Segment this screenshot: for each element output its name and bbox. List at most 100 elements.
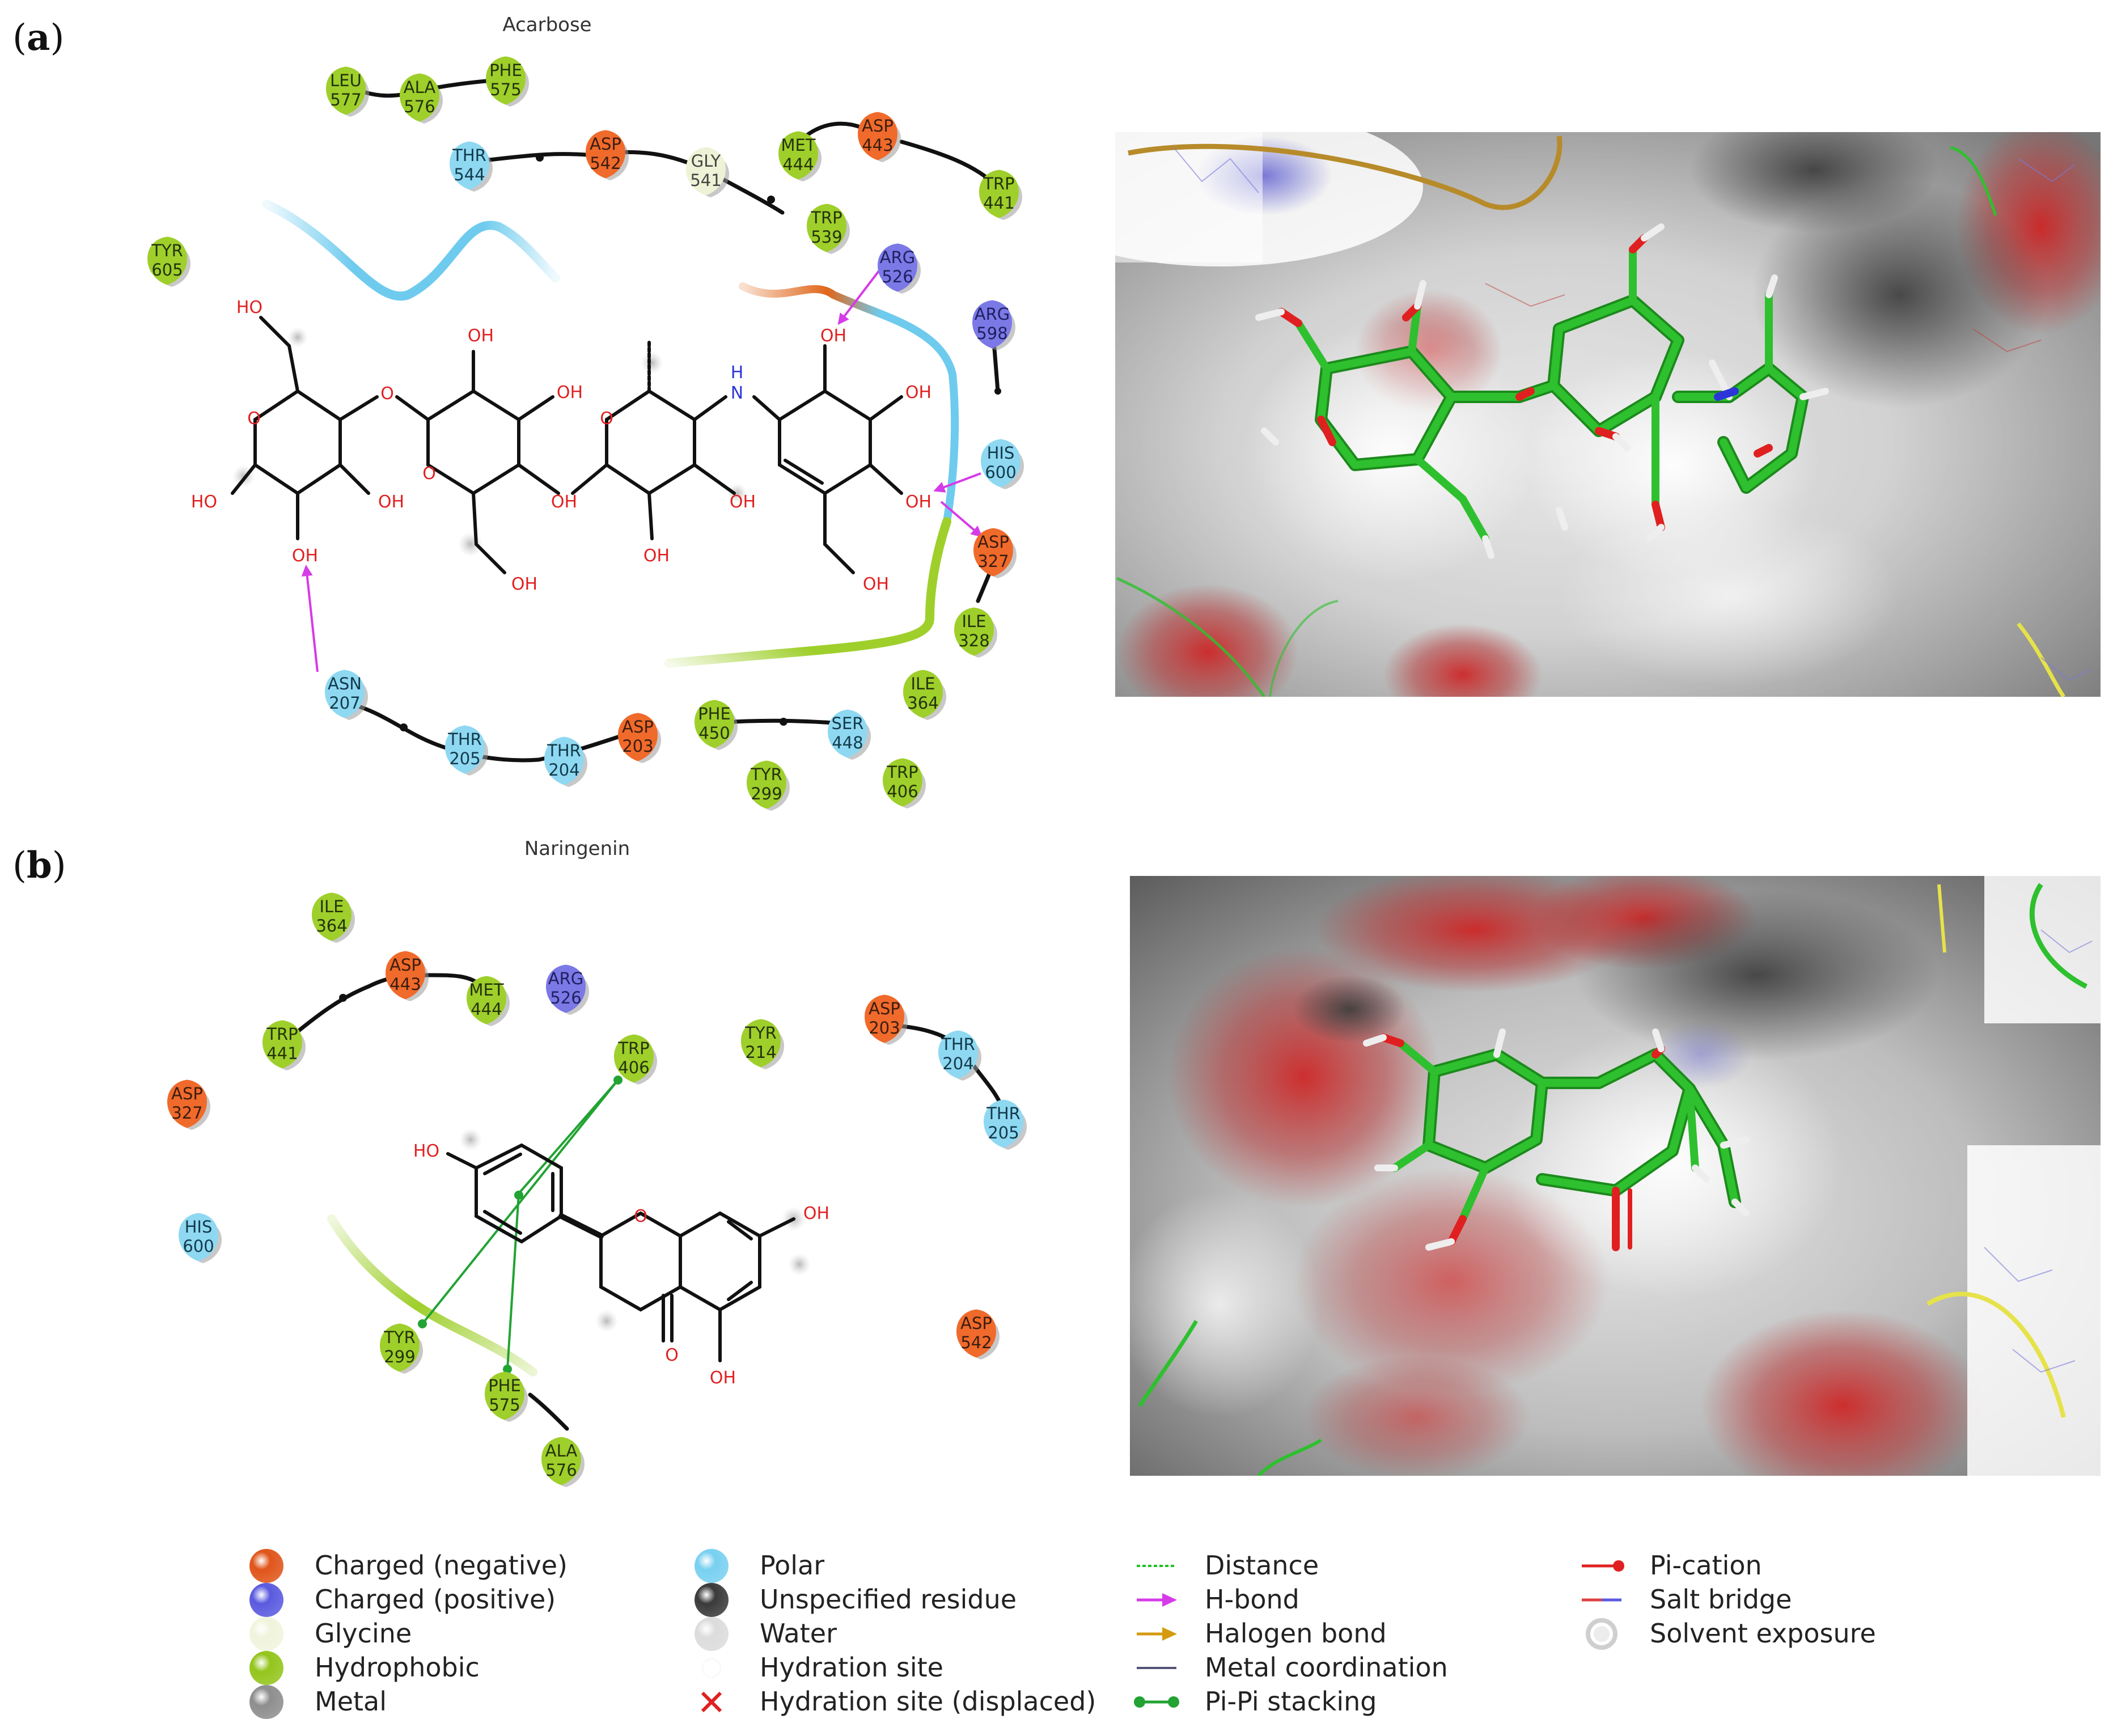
legend-label: Hydrophobic — [315, 1652, 480, 1683]
residue-number: 204 — [942, 1054, 973, 1073]
residue-number: 600 — [183, 1237, 214, 1256]
residue-number: 406 — [618, 1058, 649, 1077]
legend-item-negative: Charged (negative) — [249, 1549, 568, 1583]
residue-number: 204 — [548, 760, 579, 780]
residue-number: 441 — [266, 1044, 298, 1063]
legend-item-water: Water — [695, 1617, 837, 1651]
residue-name: ILE — [911, 674, 935, 693]
legend-item-metal: Metal — [249, 1685, 387, 1719]
legend-label: Water — [760, 1618, 837, 1649]
residue-number: 448 — [832, 733, 863, 752]
residue-name: ILE — [319, 897, 344, 916]
ligand-structure-naringenin — [446, 1128, 811, 1362]
svg-text:H: H — [731, 363, 744, 383]
residue-number: 214 — [745, 1043, 776, 1062]
residue-name: TRP — [617, 1039, 649, 1058]
legend-marker-pication-icon — [1582, 1560, 1624, 1572]
legend-marker-hbond-icon — [1137, 1593, 1177, 1607]
residue-name: HIS — [185, 1217, 213, 1237]
residue-name: ASP — [869, 999, 900, 1018]
residue-name: PHE — [698, 704, 731, 723]
residue-name: ASP — [862, 116, 894, 136]
residue-number: 598 — [976, 324, 1007, 343]
legend-item-hydrophobic: Hydrophobic — [249, 1651, 480, 1685]
residue-name: ARG — [975, 304, 1010, 324]
legend-label: Charged (positive) — [315, 1584, 556, 1615]
legend-label: Unspecified residue — [760, 1584, 1017, 1615]
legend-marker-hydration-displaced-icon — [701, 1691, 722, 1713]
svg-text:HO: HO — [413, 1141, 439, 1161]
residue-name: ASP — [171, 1084, 203, 1103]
legend-label: Salt bridge — [1650, 1584, 1792, 1615]
legend-label: Halogen bond — [1205, 1618, 1387, 1649]
residue-number: 364 — [907, 693, 938, 713]
residue-name: ILE — [962, 612, 986, 631]
residue-name: PHE — [488, 1376, 521, 1395]
legend-marker-halogen-icon — [1137, 1627, 1177, 1641]
residue-number: 542 — [590, 154, 621, 173]
svg-text:O: O — [247, 409, 261, 429]
residue-number: 327 — [171, 1103, 202, 1123]
residue-number: 575 — [490, 80, 521, 99]
residue-number: 539 — [811, 227, 842, 247]
residue-number: 526 — [882, 267, 913, 286]
legend-label: Metal coordination — [1205, 1652, 1448, 1683]
residue-number: 577 — [330, 90, 361, 109]
svg-text:OH: OH — [557, 383, 583, 403]
svg-text:O: O — [380, 384, 394, 404]
residue-number: 576 — [404, 97, 435, 116]
pocket-line-green-a — [664, 517, 951, 668]
residue-name: ASP — [389, 955, 421, 975]
docking-render-acarbose — [1115, 132, 2101, 697]
legend-label: Pi-Pi stacking — [1205, 1686, 1377, 1717]
ligand-name-acarbose: Acarbose — [502, 14, 591, 36]
legend-item-glycine: Glycine — [249, 1617, 412, 1651]
svg-text:OH: OH — [730, 492, 756, 512]
residue-number: 544 — [454, 165, 485, 184]
legend-marker-glycine-icon — [249, 1617, 283, 1651]
residue-name: TYR — [383, 1328, 416, 1347]
legend-item-solvent: Solvent exposure — [1586, 1618, 1876, 1650]
legend-marker-water-icon — [695, 1617, 729, 1651]
residue-number: 327 — [977, 552, 1009, 571]
residue-name: ASP — [960, 1314, 992, 1333]
svg-text:OH: OH — [820, 326, 846, 346]
ligand-structure-acarbose — [231, 316, 903, 574]
legend-marker-hydrophobic-icon — [249, 1651, 283, 1685]
svg-text:O: O — [665, 1345, 679, 1365]
residue-name: ASN — [328, 674, 362, 693]
residue-name: TRP — [266, 1024, 298, 1044]
residue-number: 443 — [389, 975, 421, 994]
ligand-name-naringenin: Naringenin — [524, 837, 630, 860]
hbond-arrows-a — [301, 262, 983, 672]
residue-name: MET — [469, 980, 503, 1000]
legend-item-hydration: Hydration site — [702, 1652, 943, 1683]
residue-name: LEU — [330, 71, 362, 90]
legend-item-positive: Charged (positive) — [249, 1583, 556, 1617]
panel-a: (a) Acarbose — [12, 14, 2101, 811]
residue-name: MET — [781, 136, 815, 155]
residue-name: THR — [941, 1035, 975, 1054]
legend-label: Metal — [315, 1686, 387, 1717]
